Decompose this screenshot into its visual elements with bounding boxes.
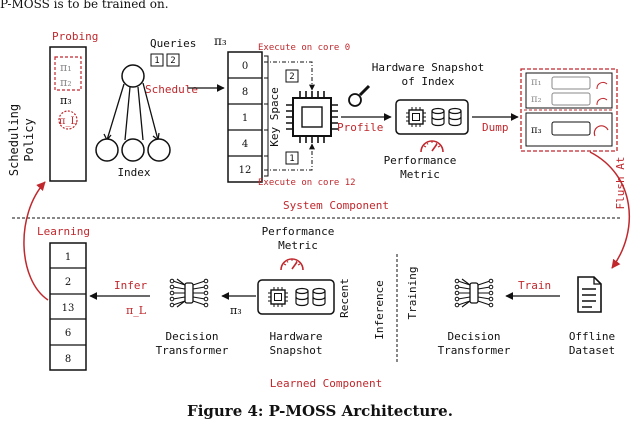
figure-caption: Figure 4: P-MOSS Architecture. — [187, 402, 453, 420]
learning-label: Learning — [37, 225, 90, 238]
exec-bottom-path — [264, 143, 315, 171]
key-cell-3: 4 — [242, 139, 248, 150]
policy-pi1: π₁ — [60, 61, 72, 74]
probing-label: Probing — [52, 30, 98, 43]
pi3-head: π₃ — [214, 34, 227, 48]
schedule-label: Schedule — [145, 83, 198, 96]
perf-metric-top-line2: Metric — [400, 168, 440, 181]
key-space-column — [227, 51, 263, 183]
magnifier-icon — [348, 84, 371, 107]
dump-row-icons — [551, 76, 609, 137]
offline-dataset-line1: Offline — [569, 330, 615, 343]
hw-snapshot-line2: Snapshot — [270, 344, 323, 357]
policy-piL: π_L — [59, 116, 78, 127]
learning-cell-3: 6 — [65, 328, 71, 339]
key-space-label: Key Space — [268, 87, 281, 147]
key-cell-2: 1 — [242, 113, 248, 124]
train-label: Train — [518, 279, 551, 292]
profile-label: Profile — [337, 121, 383, 134]
perf-metric-bottom-line2: Metric — [278, 239, 318, 252]
policy-label-line2: Policy — [22, 118, 36, 161]
key-space-brace — [264, 55, 269, 177]
probing-box — [54, 56, 82, 91]
q-tag-bottom-text: 1 — [289, 154, 294, 164]
exec-top-path — [264, 61, 315, 91]
feedback-arrow — [23, 181, 49, 301]
dump-row-pi3: π₃ — [531, 125, 542, 136]
dump-row-pi2: π₂ — [531, 94, 542, 105]
policy-pi2: π₂ — [60, 76, 72, 89]
exec-top-label: Execute on core 0 — [258, 43, 350, 53]
perf-metric-bottom-line1: Performance — [262, 225, 335, 238]
index-tree — [95, 64, 171, 162]
pi3-arrow-label: π₃ — [230, 304, 242, 317]
inference-label: Inference — [373, 280, 386, 340]
hw-snapshot-index-line2: of Index — [402, 75, 455, 88]
q-tag-top — [285, 69, 299, 83]
queries-label: Queries — [150, 37, 196, 50]
document-icon — [577, 276, 602, 313]
query-tag-1 — [150, 53, 164, 67]
learning-cell-1: 2 — [65, 277, 71, 288]
query-tag-2 — [166, 53, 180, 67]
cpu-chip-icon — [286, 91, 338, 143]
exec-bottom-label: Execute on core 12 — [258, 178, 356, 188]
neural-network-icon — [454, 278, 494, 308]
dump-row-pi1: π₁ — [531, 77, 542, 88]
query-tag-2-text: 2 — [170, 56, 175, 66]
hw-snapshot-index-line1: Hardware Snapshot — [372, 61, 485, 74]
dt-right-line2: Transformer — [438, 344, 511, 357]
learning-cell-4: 8 — [65, 354, 71, 365]
flush-label: Flush At — [614, 157, 627, 210]
q-tag-top-text: 2 — [289, 72, 294, 82]
query-tag-1-text: 1 — [154, 56, 159, 66]
dt-left-line2: Transformer — [156, 344, 229, 357]
recent-label: Recent — [338, 278, 351, 318]
dt-left-line1: Decision — [166, 330, 219, 343]
offline-dataset-line2: Dataset — [569, 344, 615, 357]
policy-piL-circle — [58, 110, 78, 130]
index-label: Index — [117, 166, 150, 179]
learning-column — [49, 242, 87, 371]
learning-cell-2: 13 — [62, 303, 75, 314]
policy-box — [49, 46, 87, 182]
system-component-label: System Component — [283, 199, 389, 212]
gauge-icon — [420, 140, 444, 153]
q-tag-bottom — [285, 151, 299, 165]
key-cell-4: 12 — [239, 165, 252, 176]
policy-pi3: π₃ — [60, 94, 72, 107]
training-label: Training — [406, 267, 419, 320]
top-cut-text: P-MOSS is to be trained on. — [0, 0, 169, 11]
infer-label: Infer — [114, 279, 147, 292]
dump-label: Dump — [482, 121, 509, 134]
neural-network-icon — [169, 278, 209, 308]
learning-cell-0: 1 — [65, 252, 71, 263]
dump-buffer — [520, 68, 618, 152]
flush-arrow — [589, 151, 631, 269]
learned-component-label: Learned Component — [270, 377, 383, 390]
perf-metric-top-line1: Performance — [384, 154, 457, 167]
key-cell-1: 8 — [242, 87, 248, 98]
dt-right-line1: Decision — [448, 330, 501, 343]
policy-label-line1: Scheduling — [7, 104, 21, 176]
piL-arrow-label: π_L — [126, 304, 147, 317]
hw-snapshot-line1: Hardware — [270, 330, 323, 343]
key-cell-0: 0 — [242, 61, 248, 72]
gauge-icon — [280, 258, 304, 271]
